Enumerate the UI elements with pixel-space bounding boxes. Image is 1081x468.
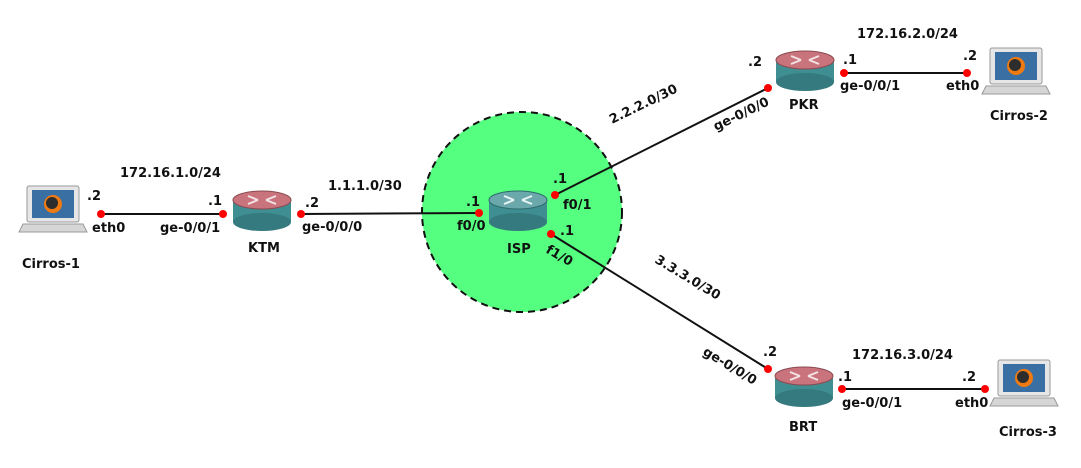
iface-brt-ge000: ge-0/0/0 xyxy=(700,345,759,389)
iface-isp-f01: f0/1 xyxy=(563,198,592,213)
iface-c2-eth0: eth0 xyxy=(946,79,979,94)
iface-host-pkr-ge001: .1 xyxy=(843,53,857,68)
router-icon xyxy=(488,190,548,232)
iface-host-brt-ge001: .1 xyxy=(838,370,852,385)
iface-host-ktm-ge001: .1 xyxy=(208,194,222,209)
network-label-lan1: 172.16.1.0/24 xyxy=(120,166,221,181)
router-icon xyxy=(774,366,834,408)
iface-host-pkr-ge000: .2 xyxy=(748,55,762,70)
port-isp-f00[interactable] xyxy=(475,209,483,217)
router-pkr[interactable] xyxy=(775,50,835,92)
port-isp-f10[interactable] xyxy=(547,230,555,238)
host-cirros3[interactable] xyxy=(989,359,1059,407)
node-label-isp: ISP xyxy=(507,242,531,257)
port-cirros3-eth0[interactable] xyxy=(981,385,989,393)
host-cirros1[interactable] xyxy=(18,185,88,233)
network-label-lan3: 172.16.3.0/24 xyxy=(852,348,953,363)
link-ktm-isp xyxy=(300,212,480,215)
iface-host-c2: .2 xyxy=(963,49,977,64)
iface-ktm-ge001: ge-0/0/1 xyxy=(160,221,220,236)
port-cirros2-eth0[interactable] xyxy=(963,69,971,77)
node-label-cirros2: Cirros-2 xyxy=(990,109,1048,124)
port-isp-f01[interactable] xyxy=(551,191,559,199)
port-cirros1-eth0[interactable] xyxy=(97,210,105,218)
network-label-wan-ktm: 1.1.1.0/30 xyxy=(328,179,402,194)
laptop-icon xyxy=(989,359,1059,407)
iface-host-c1: .2 xyxy=(87,189,101,204)
iface-c1-eth0: eth0 xyxy=(92,221,125,236)
iface-host-c3: .2 xyxy=(962,370,976,385)
iface-c3-eth0: eth0 xyxy=(955,396,988,411)
router-icon xyxy=(232,190,292,232)
port-brt-ge001[interactable] xyxy=(838,385,846,393)
router-brt[interactable] xyxy=(774,366,834,408)
iface-host-ktm-ge000: .2 xyxy=(305,196,319,211)
node-label-cirros1: Cirros-1 xyxy=(22,257,80,272)
iface-isp-f00: f0/0 xyxy=(457,219,486,234)
iface-host-brt-ge000: .2 xyxy=(763,345,777,360)
router-icon xyxy=(775,50,835,92)
iface-host-isp-f00: .1 xyxy=(466,195,480,210)
link-isp-pkr xyxy=(554,87,769,196)
iface-ktm-ge000: ge-0/0/0 xyxy=(302,220,362,235)
node-label-brt: BRT xyxy=(789,420,817,435)
laptop-icon xyxy=(18,185,88,233)
port-pkr-ge001[interactable] xyxy=(840,69,848,77)
iface-brt-ge001: ge-0/0/1 xyxy=(842,396,902,411)
network-label-wan-brt: 3.3.3.0/30 xyxy=(652,253,723,304)
router-isp[interactable] xyxy=(488,190,548,232)
router-ktm[interactable] xyxy=(232,190,292,232)
port-ktm-ge000[interactable] xyxy=(297,210,305,218)
node-label-ktm: KTM xyxy=(248,241,280,256)
network-label-wan-pkr: 2.2.2.0/30 xyxy=(607,82,680,128)
port-brt-ge000[interactable] xyxy=(764,365,772,373)
laptop-icon xyxy=(981,47,1051,95)
node-label-cirros3: Cirros-3 xyxy=(999,425,1057,440)
port-ktm-ge001[interactable] xyxy=(219,210,227,218)
port-pkr-ge000[interactable] xyxy=(764,84,772,92)
node-label-pkr: PKR xyxy=(789,98,819,113)
iface-host-isp-f01: .1 xyxy=(553,172,567,187)
link-isp-brt xyxy=(550,233,769,370)
network-label-lan2: 172.16.2.0/24 xyxy=(857,27,958,42)
host-cirros2[interactable] xyxy=(981,47,1051,95)
iface-pkr-ge001: ge-0/0/1 xyxy=(840,79,900,94)
iface-host-isp-f10: .1 xyxy=(560,224,574,239)
